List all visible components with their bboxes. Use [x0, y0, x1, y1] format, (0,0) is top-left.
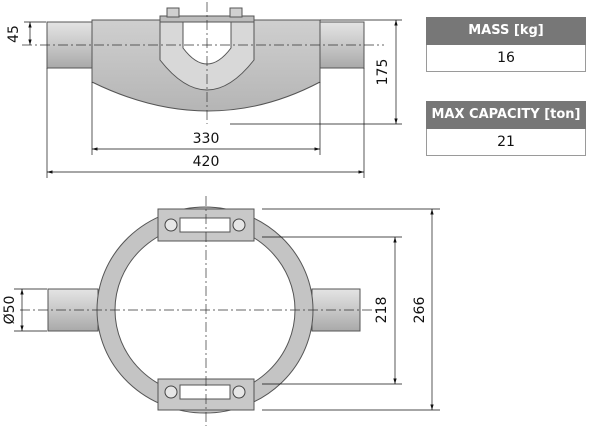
- bolt-right-icon: [229, 7, 243, 18]
- dim-height-total: 175: [375, 59, 391, 86]
- dim-outer-span: 266: [412, 297, 428, 324]
- top-left-bolt-icon: [164, 218, 178, 232]
- plan-view: [20, 196, 380, 426]
- plan-dimensions: Ø50 218 266: [2, 208, 440, 411]
- bottom-block-slot: [179, 384, 231, 400]
- dim-inner-width: 330: [193, 131, 220, 147]
- capacity-value: 21: [426, 129, 586, 156]
- capacity-table: MAX CAPACITY [ton] 21: [426, 101, 586, 156]
- mass-value: 16: [426, 45, 586, 72]
- mass-header: MASS [kg]: [426, 17, 586, 45]
- dim-height-top: 45: [6, 25, 22, 43]
- bolt-left-icon: [166, 7, 180, 18]
- dim-pin-diameter: Ø50: [2, 296, 18, 325]
- bottom-left-bolt-icon: [164, 385, 178, 399]
- top-right-bolt-icon: [232, 218, 246, 232]
- bottom-right-bolt-icon: [232, 385, 246, 399]
- dim-inner-span: 218: [374, 297, 390, 324]
- dim-outer-width: 420: [193, 154, 220, 170]
- plan-left-pin: [47, 288, 99, 332]
- top-block-slot: [179, 217, 231, 233]
- elevation-dimensions: 45 175 330 420: [6, 19, 402, 178]
- capacity-header: MAX CAPACITY [ton]: [426, 101, 586, 129]
- elevation-view: [22, 2, 384, 124]
- mass-table: MASS [kg] 16: [426, 17, 586, 72]
